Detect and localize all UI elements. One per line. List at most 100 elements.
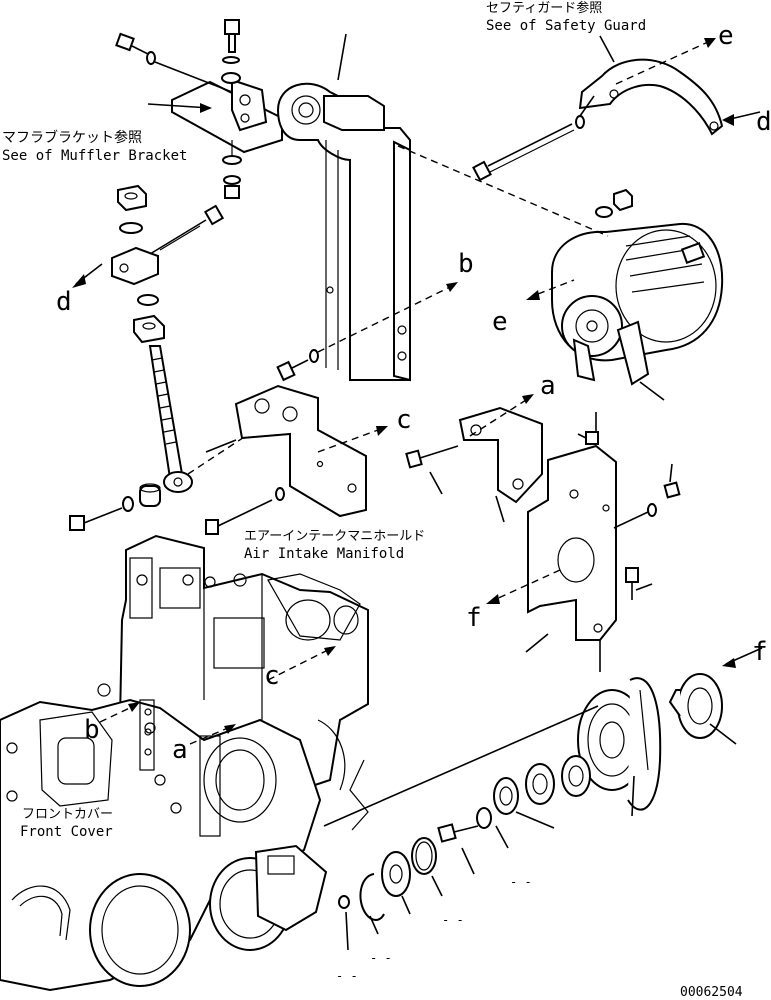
idler-bracket-bolts — [577, 431, 681, 600]
support-leader — [205, 439, 237, 453]
front-cover — [0, 683, 328, 992]
bracket-bolt-top — [221, 19, 241, 84]
spacer-collar — [139, 483, 161, 507]
e-line-top — [615, 41, 709, 85]
b-line-bottom — [99, 705, 135, 723]
e-line-mid — [537, 279, 575, 295]
d-arrow-left — [72, 274, 86, 288]
part-number-3: - - — [370, 951, 392, 965]
ref-letter-b-top: b — [458, 249, 474, 279]
hex-nut-lower — [133, 314, 165, 344]
threaded-adjust-rod — [148, 345, 193, 493]
tensioner-pulley — [577, 677, 662, 811]
alternator — [551, 222, 724, 386]
tension-bracket — [458, 406, 543, 504]
c-arrow-bottom — [324, 646, 336, 656]
c-line — [317, 429, 379, 453]
ref-letter-e-mid: e — [492, 307, 508, 337]
drawing-number: 00062504 — [680, 985, 743, 1000]
c-arrow — [376, 426, 388, 436]
ref-letter-c-bottom: c — [264, 661, 280, 691]
alternator-assembly-line — [397, 145, 609, 237]
part-number-1: - - — [510, 875, 532, 889]
hex-nut-upper — [117, 184, 147, 212]
f-arrow-left — [486, 594, 500, 604]
bolt-leader-1 — [429, 471, 443, 495]
muffler-leader — [147, 103, 211, 109]
intake-callout-jp: エアーインテークマニホールド — [244, 529, 425, 544]
bearing-leader-bracket — [515, 811, 555, 829]
bearing-pair — [493, 755, 591, 815]
e-arrow-mid — [526, 290, 540, 300]
f-arrow-right — [722, 658, 736, 668]
e-arrow-top — [704, 38, 716, 48]
muffler-arrow — [200, 103, 212, 113]
support-bracket-bolt — [205, 487, 285, 535]
ref-letter-d-right: d — [756, 107, 771, 137]
o-ring-leader — [431, 875, 443, 897]
bracket-leader-2 — [495, 495, 505, 523]
muffler-callout-en: See of Muffler Bracket — [2, 148, 187, 164]
part-number-2: - - — [442, 913, 464, 927]
guard-leader — [599, 35, 615, 63]
guard-bolt-leader — [579, 95, 595, 117]
guard-callout-jp: セフティガード参照 — [486, 0, 602, 16]
bracket-bolt-leader-b — [669, 463, 673, 483]
bracket-lower-washers — [222, 140, 242, 199]
plug-leader — [345, 911, 349, 951]
ref-letter-f-right: f — [752, 637, 768, 667]
cover-leader — [401, 895, 411, 915]
cover-plate — [381, 851, 411, 897]
idler-shaft — [668, 673, 723, 739]
pulley-assembly-line — [323, 705, 599, 827]
a-line-bottom — [189, 727, 229, 745]
guard-long-bolt — [472, 115, 585, 182]
part-number-4: - - — [336, 969, 358, 983]
guard-callout-en: See of Safety Guard — [486, 18, 646, 34]
washer-leader — [495, 825, 509, 849]
ref-letter-e-top: e — [718, 21, 734, 51]
idler-mount-bracket — [527, 444, 617, 641]
small-plug — [338, 895, 350, 909]
ref-letter-d-left: d — [56, 287, 72, 317]
alternator-main-bracket — [276, 82, 411, 382]
ref-letter-a-top: a — [540, 371, 556, 401]
snap-ring-leader — [369, 915, 379, 935]
intake-callout-en: Air Intake Manifold — [244, 546, 404, 562]
ref-letter-b-bottom: b — [84, 715, 100, 745]
a-arrow-bottom — [224, 724, 236, 734]
shaft-leader — [709, 723, 737, 745]
bracket-bolt-leader-c — [635, 583, 653, 591]
idler-bracket-leader — [525, 633, 549, 653]
ref-letter-f-left: f — [466, 603, 482, 633]
snap-ring — [359, 873, 385, 921]
support-bracket — [234, 384, 367, 518]
alternator-nut-washer — [595, 188, 633, 218]
d-arrow-right — [722, 114, 734, 126]
bolt-leader-2 — [461, 847, 475, 875]
a-arrow-top — [522, 394, 534, 404]
bracket-bolt-left — [115, 32, 233, 93]
tension-bracket-bolt — [405, 445, 459, 469]
front-cover-callout-en: Front Cover — [20, 824, 113, 840]
muffler-bracket-plate — [171, 78, 283, 154]
b-arrow-bottom — [128, 702, 140, 712]
pulley-leader — [631, 775, 635, 817]
washer-lower — [137, 294, 159, 306]
adjuster-bolt — [149, 204, 225, 255]
pulley-bolt — [437, 823, 479, 843]
bracket-mount-bolt — [276, 349, 319, 382]
rod-bolt — [69, 507, 123, 531]
adjuster-block — [111, 246, 159, 286]
f-line-left — [493, 569, 561, 601]
safety-guard — [578, 58, 724, 136]
ref-letter-a-bottom: a — [172, 735, 188, 765]
b-line — [317, 285, 453, 353]
ref-letter-c-top: c — [396, 405, 412, 435]
thrust-washer — [476, 807, 492, 829]
muffler-callout-jp: マフラブラケット参照 — [2, 129, 142, 146]
alternator-leader — [639, 381, 665, 401]
b-arrow-top — [446, 282, 458, 292]
